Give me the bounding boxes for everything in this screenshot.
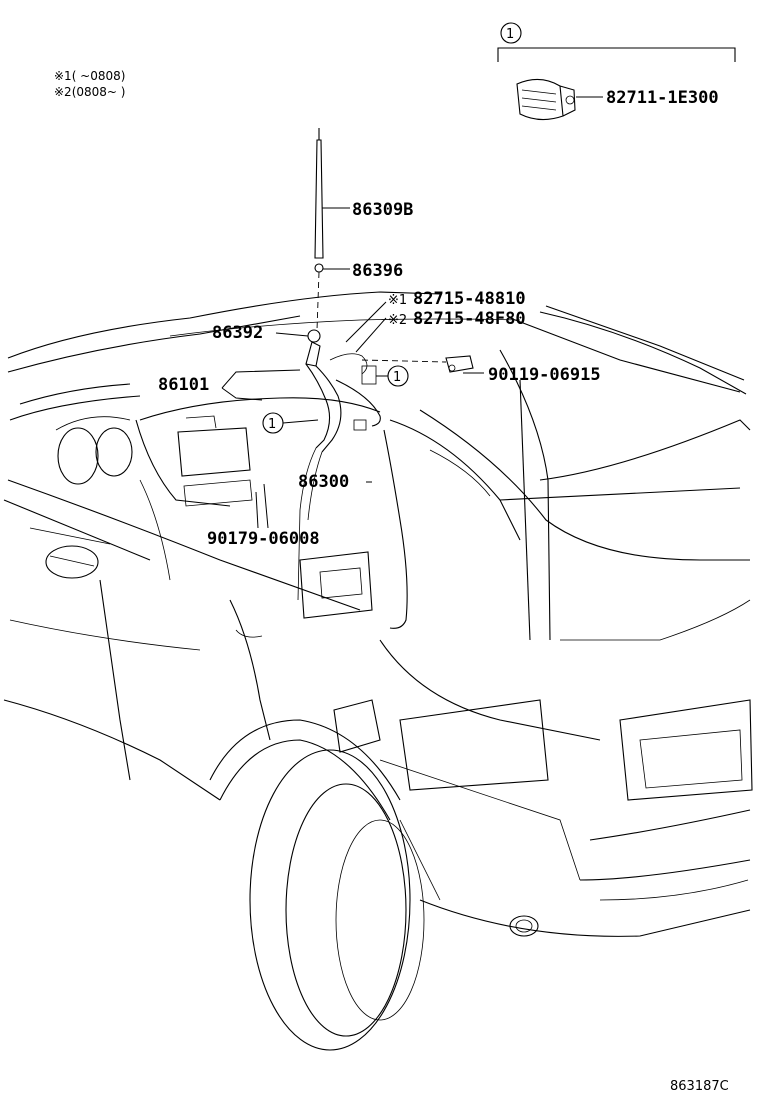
- antenna-rod: [307, 128, 324, 343]
- note-1: ※1( ~0808): [54, 69, 125, 83]
- callout-left: 1: [262, 412, 319, 434]
- label-82715-48810: 82715-48810: [413, 289, 526, 309]
- label-86396: 86396: [352, 261, 403, 281]
- vehicle-body-outline: [3, 291, 753, 1051]
- clip-part-icon: [516, 78, 576, 121]
- note-2: ※2(0808~ ): [54, 85, 125, 99]
- label-90179-06008: 90179-06008: [207, 529, 320, 549]
- label-86101: 86101: [158, 375, 209, 395]
- label-90119-06915: 90119-06915: [488, 365, 601, 385]
- mark-1: ※1: [388, 293, 407, 308]
- label-86309B: 86309B: [352, 200, 413, 220]
- bolt-90119: [361, 355, 474, 373]
- callout-number-inset: 1: [506, 27, 514, 42]
- callout-number-left: 1: [268, 417, 276, 432]
- reference-code: 863187C: [670, 1079, 729, 1094]
- label-86300: 86300: [298, 472, 349, 492]
- label-82711-1E300: 82711-1E300: [606, 88, 719, 108]
- callout-right: 1: [361, 365, 409, 387]
- inset-callout: 1: [497, 22, 736, 121]
- label-86392: 86392: [212, 323, 263, 343]
- mark-2: ※2: [388, 313, 407, 328]
- callout-number-right: 1: [393, 370, 401, 385]
- antenna-cable: [297, 341, 408, 629]
